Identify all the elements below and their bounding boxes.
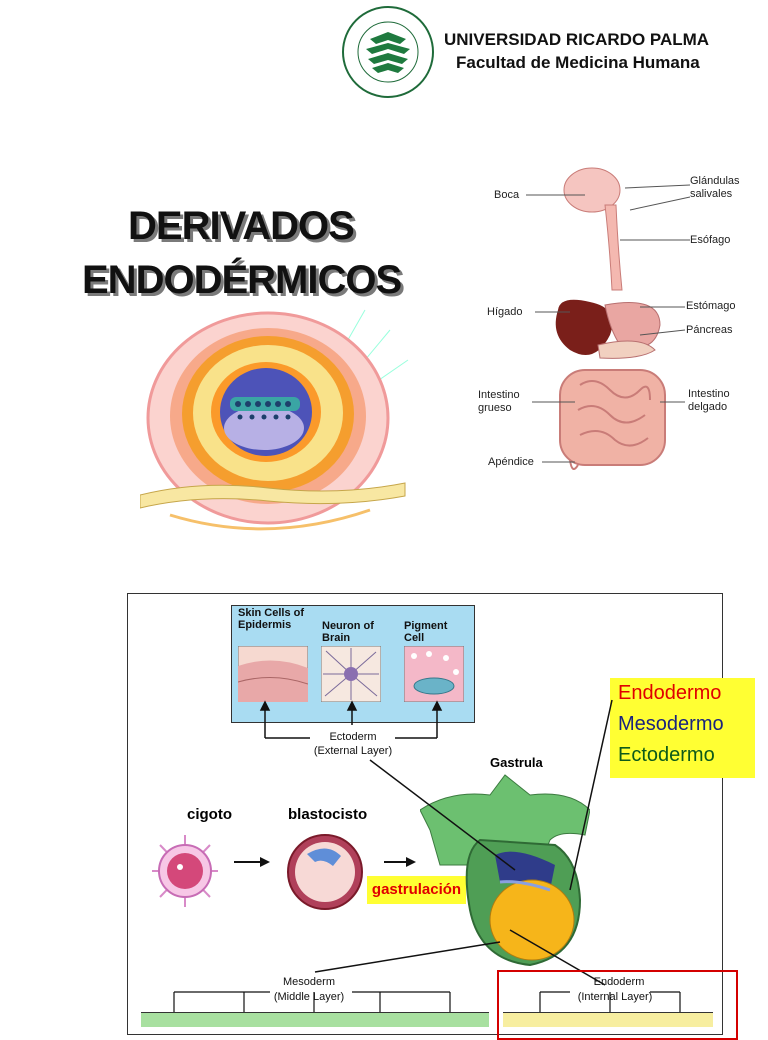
- pigment-cell-image: [403, 645, 465, 703]
- diagram-leader-lines: [314, 699, 613, 986]
- label-cigoto: cigoto: [187, 806, 232, 823]
- neuron-image: [320, 645, 382, 703]
- label-skin-cells: Skin Cells of Epidermis: [238, 607, 305, 631]
- label-pancreas: Páncreas: [686, 324, 733, 336]
- label-endoderm: Endoderm: [593, 976, 645, 988]
- mesoderm-row: [141, 1012, 489, 1027]
- page-title-line2: ENDODÉRMICOS: [82, 258, 402, 302]
- label-gastrula: Gastrula: [490, 755, 543, 770]
- endoderm-row: [503, 1012, 713, 1027]
- digestive-system-illustration: [550, 160, 680, 490]
- university-name: UNIVERSIDAD RICARDO PALMA: [444, 30, 710, 49]
- arrow-blastocisto-gastrula: [384, 857, 416, 867]
- embryo-illustration: [139, 300, 410, 560]
- germ-layer-legend: Endodermo Mesodermo Ectodermo: [610, 678, 755, 778]
- label-intestino-grueso: Intestino grueso: [478, 389, 520, 415]
- label-mesoderm-sub: (Middle Layer): [273, 991, 345, 1003]
- skin-cell-image: [237, 645, 309, 703]
- label-gastrulacion: gastrulación: [367, 876, 466, 904]
- legend-ectodermo: Ectodermo: [618, 744, 715, 766]
- label-blastocisto: blastocisto: [288, 806, 368, 823]
- label-estomago: Estómago: [686, 300, 736, 312]
- label-esofago: Esófago: [690, 234, 731, 246]
- cigoto-image: [150, 833, 220, 909]
- label-ectoderm: Ectoderm: [329, 731, 377, 743]
- label-boca: Boca: [494, 189, 520, 201]
- label-higado: Hígado: [487, 306, 523, 318]
- digestive-leader-lines: [526, 184, 691, 463]
- ectoderm-arrows: [259, 700, 443, 739]
- label-pigment: Pigment Cell: [404, 620, 448, 644]
- arrow-cigoto-blastocisto: [234, 857, 270, 867]
- faculty-name: Facultad de Medicina Humana: [456, 53, 700, 72]
- blastocisto-image: [285, 832, 365, 912]
- label-mesoderm: Mesoderm: [283, 976, 335, 988]
- label-endoderm-sub: (Internal Layer): [577, 991, 653, 1003]
- legend-mesodermo: Mesodermo: [618, 713, 724, 735]
- label-neuron: Neuron of Brain: [322, 620, 374, 644]
- legend-endodermo: Endodermo: [618, 682, 722, 704]
- layer-tree-lines: [173, 991, 681, 1012]
- label-intestino-delgado: Intestino delgado: [688, 388, 730, 414]
- label-ectoderm-sub: (External Layer): [313, 745, 393, 757]
- label-apendice: Apéndice: [488, 456, 534, 468]
- university-seal: [336, 3, 440, 101]
- label-glandulas: Glándulas salivales: [690, 175, 740, 201]
- page-title-line1: DERIVADOS: [128, 204, 355, 248]
